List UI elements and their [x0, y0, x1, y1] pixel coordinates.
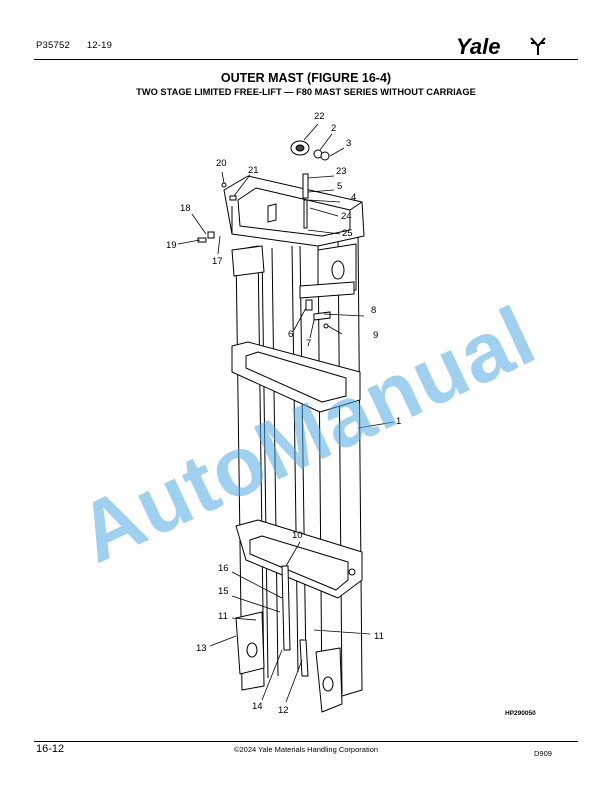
callouts: 22 2 3 20 21 23 5 4 18 24 25 19 17 8 6 7…	[166, 111, 401, 716]
top-parts	[197, 140, 331, 329]
callout-18: 18	[180, 203, 191, 214]
figure-subtitle: TWO STAGE LIMITED FREE-LIFT — F80 MAST S…	[136, 87, 476, 97]
callout-19: 19	[166, 240, 177, 251]
page-number: 16-12	[36, 743, 65, 755]
drawing-code: HP290050	[505, 710, 536, 717]
callout-3: 3	[346, 138, 351, 149]
footer-rule	[34, 741, 578, 742]
callout-2: 2	[331, 123, 336, 134]
figure-title: OUTER MAST (FIGURE 16-4)	[220, 71, 392, 85]
callout-25: 25	[342, 228, 353, 239]
yale-logo: Yale	[456, 34, 546, 59]
header-doc-info: P35752 12-19	[36, 40, 112, 51]
callout-10: 10	[292, 530, 303, 541]
callout-11-right: 11	[374, 631, 384, 642]
callout-4: 4	[351, 192, 356, 203]
callout-6: 6	[288, 329, 293, 340]
callout-17: 17	[212, 256, 223, 267]
logo-emblem-icon	[530, 37, 546, 55]
copyright: ©2024 Yale Materials Handling Corporatio…	[233, 745, 379, 754]
header-rule	[34, 59, 578, 60]
callout-5: 5	[337, 181, 342, 192]
callout-22: 22	[314, 111, 325, 122]
callout-20: 20	[216, 158, 227, 169]
revision-date: 12-19	[86, 40, 113, 51]
callout-23: 23	[336, 166, 347, 177]
mast-body	[223, 175, 365, 713]
callout-15: 15	[218, 586, 229, 597]
callout-9: 9	[373, 330, 378, 341]
callout-14: 14	[252, 701, 263, 712]
doc-code: D909	[534, 749, 552, 758]
callout-16: 16	[218, 563, 229, 574]
logo-wordmark: Yale	[456, 34, 500, 59]
leader-lines	[177, 123, 395, 703]
callout-11-left: 11	[218, 611, 228, 622]
callout-12: 12	[278, 705, 289, 716]
callout-24: 24	[341, 211, 352, 222]
callout-1: 1	[396, 416, 401, 427]
callout-7: 7	[306, 338, 311, 349]
callout-21: 21	[248, 165, 259, 176]
doc-number: P35752	[36, 40, 70, 51]
callout-8: 8	[371, 305, 376, 316]
callout-13: 13	[196, 643, 207, 654]
